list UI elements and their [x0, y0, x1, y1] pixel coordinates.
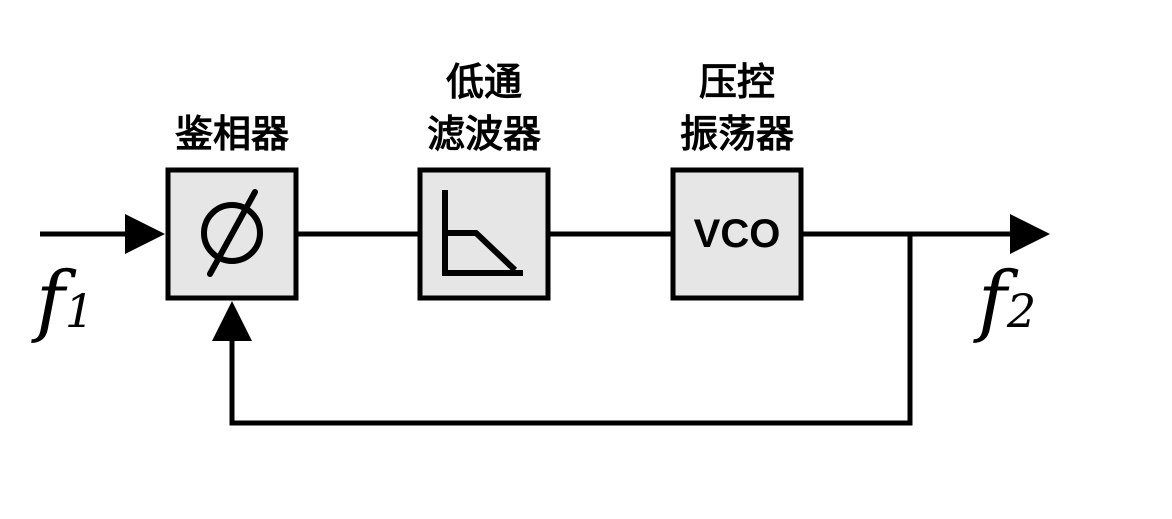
input-signal-label: f1: [36, 262, 94, 340]
output-signal-label: f2: [978, 262, 1036, 340]
phi-symbol-icon: [201, 189, 263, 277]
vco-label-line1: 压控: [698, 60, 776, 104]
input-signal-sub: 1: [64, 284, 95, 338]
vco-label-line2: 振荡器: [679, 112, 795, 156]
low-pass-filter-box: [417, 167, 551, 301]
low-pass-response-icon: [442, 190, 523, 276]
input-signal-base: f: [36, 256, 65, 346]
phase-detector-label: 鉴相器: [174, 112, 290, 156]
feedback-path: [212, 234, 913, 426]
low-pass-filter-label-line2: 滤波器: [426, 112, 542, 156]
output-signal-sub: 2: [1006, 284, 1037, 338]
output-signal-base: f: [978, 256, 1007, 346]
vco-box: [670, 167, 804, 301]
low-pass-filter-label-line1: 低通: [445, 60, 523, 104]
vco-inner-text: VCO: [693, 212, 781, 256]
